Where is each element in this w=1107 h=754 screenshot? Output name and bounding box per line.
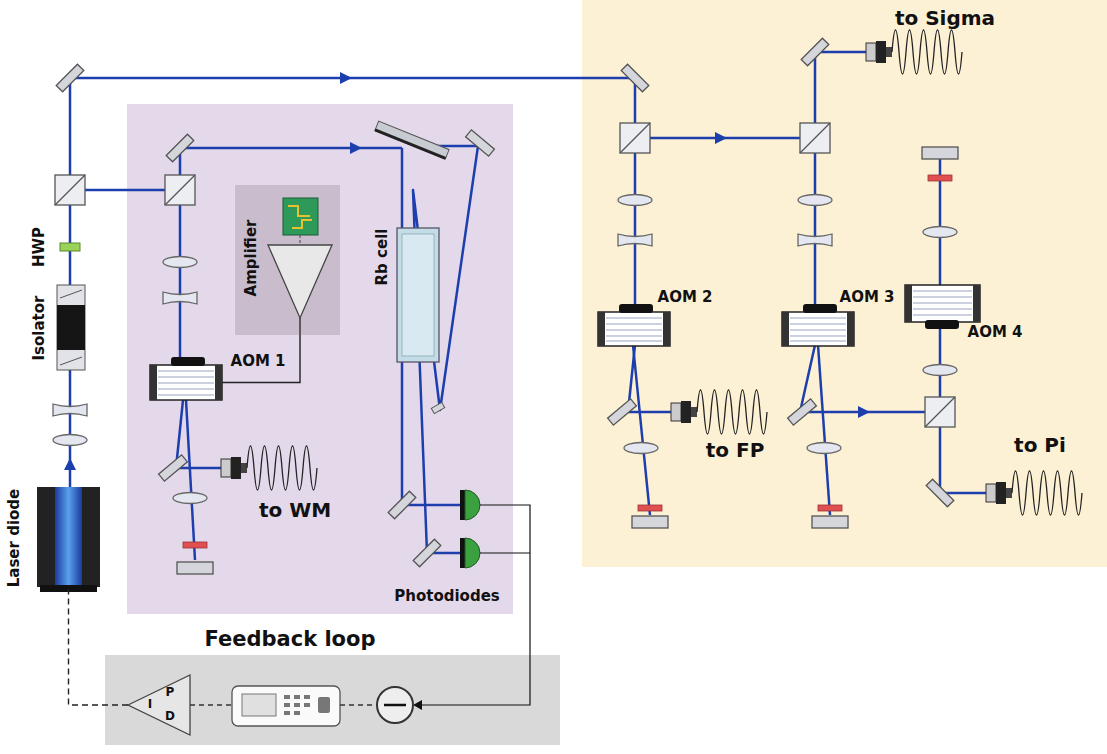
- fiber-label: to WM: [259, 499, 331, 522]
- aom-box: AOM 1: [150, 365, 222, 400]
- node-label: P: [166, 686, 175, 700]
- fiber-label: to FP: [706, 439, 765, 462]
- node-label: Laser diode: [6, 489, 23, 588]
- aom-box: AOM 2: [598, 312, 670, 346]
- control-line: [69, 589, 129, 705]
- node-label: HWP: [31, 227, 48, 267]
- node-label: AOM 4: [968, 324, 1023, 341]
- isolator: Isolator: [57, 285, 85, 370]
- node-label: D: [165, 710, 175, 724]
- amplifier-box: Amplifier: [235, 185, 340, 335]
- node-label: Feedback loop: [204, 627, 375, 651]
- fiber-label: to Pi: [1014, 434, 1066, 457]
- node-label: AOM 1: [231, 353, 286, 370]
- rf-cable: [222, 335, 300, 383]
- pid-controller: PID: [128, 675, 190, 735]
- photodiode-label: Photodiodes: [394, 588, 499, 605]
- half-wave-plate: HWP: [60, 243, 80, 251]
- node-label: Amplifier: [243, 220, 260, 297]
- node-label: Isolator: [31, 296, 48, 361]
- rb-cell: Rb cell: [397, 228, 439, 362]
- node-label: I: [148, 698, 152, 712]
- aom-box: AOM 3: [782, 312, 854, 346]
- aom-box: AOM 4: [905, 285, 980, 322]
- fiber-label: to Sigma: [895, 7, 995, 30]
- node-label: AOM 2: [658, 289, 713, 306]
- feedback-band: Feedback loopPID: [105, 655, 560, 745]
- node-label: Rb cell: [374, 229, 391, 286]
- laser-diode: Laser diode: [37, 487, 100, 589]
- node-label: AOM 3: [840, 289, 895, 306]
